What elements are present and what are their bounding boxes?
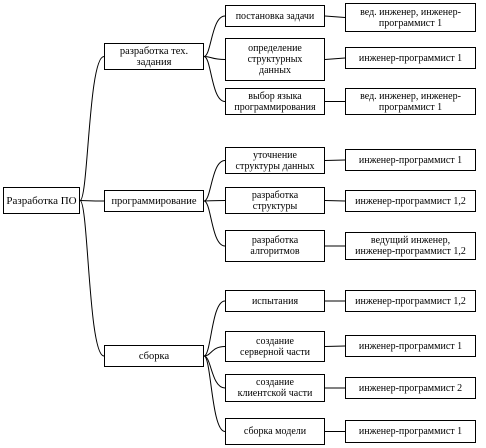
phase-3-to-task-2-connector [203, 346, 226, 357]
phase-3-to-task-1-connector [203, 300, 226, 357]
performer-node-2-2: инженер-программист 1,2 [345, 190, 476, 212]
root-to-phase-3-connector [79, 200, 105, 357]
phase-2-to-task-3-connector [203, 200, 226, 247]
performer-node-2-3: ведущий инженер, инженер-программист 1,2 [345, 232, 476, 260]
task-1-2-to-performer-connector [324, 57, 346, 60]
task-node-1-3: выбор языка программирования [225, 88, 325, 115]
performer-node-1-1: вед. инженер, инженер- программист 1 [345, 3, 476, 32]
task-2-1-to-performer-connector [324, 159, 346, 161]
phase-1-to-task-1-connector [203, 15, 226, 57]
root-to-phase-1-connector [79, 56, 105, 201]
performer-node-3-4: инженер-программист 1 [345, 420, 476, 443]
task-node-3-2: создание серверной части [225, 331, 325, 362]
performer-node-1-2: инженер-программист 1 [345, 47, 476, 69]
performer-node-3-3: инженер-программист 2 [345, 377, 476, 399]
phase-3-to-task-4-connector [203, 355, 226, 432]
task-node-3-4: сборка модели [225, 418, 325, 445]
phase-node-2: программирование [104, 190, 204, 212]
phase-2-to-task-2-connector [203, 200, 226, 202]
phase-node-3: сборка [104, 345, 204, 367]
task-node-1-1: постановка задачи [225, 5, 325, 27]
phase-1-to-task-3-connector [203, 56, 226, 102]
phase-1-to-task-2-connector [203, 56, 226, 60]
phase-2-to-task-1-connector [203, 160, 226, 202]
task-2-2-to-performer-connector [324, 200, 346, 202]
task-node-1-2: определение структурных данных [225, 38, 325, 81]
task-1-1-to-performer-connector [324, 15, 346, 18]
phase-node-1: разработка тех. задания [104, 43, 204, 70]
root-node: Разработка ПО [3, 187, 80, 214]
task-node-2-2: разработка структуры [225, 187, 325, 214]
performer-node-3-2: инженер-программист 1 [345, 335, 476, 357]
task-3-2-to-performer-connector [324, 345, 346, 347]
task-node-2-1: уточнение структуры данных [225, 147, 325, 174]
performer-node-1-3: вед. инженер, инженер- программист 1 [345, 88, 476, 115]
root-to-phase-2-connector [79, 200, 105, 202]
task-node-3-3: создание клиентской части [225, 374, 325, 402]
task-node-3-1: испытания [225, 290, 325, 312]
task-node-2-3: разработка алгоритмов [225, 230, 325, 262]
performer-node-2-1: инженер-программист 1 [345, 149, 476, 171]
performer-node-3-1: инженер-программист 1,2 [345, 290, 476, 312]
